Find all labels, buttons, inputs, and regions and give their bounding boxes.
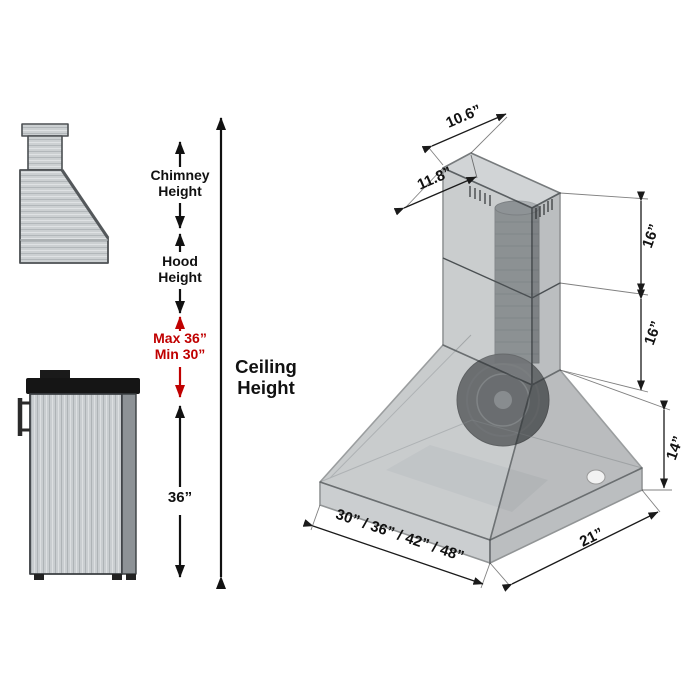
hood-side-view-illustration bbox=[19, 123, 110, 264]
range-clearance-label: 36” bbox=[167, 489, 193, 506]
range-side-view-illustration bbox=[17, 370, 140, 580]
hood-cap bbox=[21, 123, 69, 137]
hood-height-label: Hood Height bbox=[158, 253, 202, 285]
cooktop-pot bbox=[40, 370, 70, 380]
hood-chimney bbox=[27, 135, 63, 171]
oven-door bbox=[29, 393, 123, 575]
chimney-side-face bbox=[531, 192, 561, 386]
hood-lamp bbox=[586, 469, 606, 485]
range-side-panel bbox=[121, 393, 137, 575]
dim-line-11-8 bbox=[393, 176, 477, 216]
cooktop-surface bbox=[26, 378, 140, 394]
chimney-height-label: Chimney Height bbox=[150, 167, 210, 199]
dim-line-widths bbox=[302, 519, 484, 585]
chimney-section-seam bbox=[442, 257, 533, 299]
dimension-lines bbox=[302, 113, 672, 592]
isometric-hood-illustration bbox=[319, 152, 643, 564]
mount-range-label: Max 36” Min 30” bbox=[153, 330, 207, 362]
dim-line-10-6 bbox=[421, 113, 507, 154]
dim-line-21 bbox=[501, 511, 659, 592]
ceiling-height-label: Ceiling Height bbox=[235, 356, 297, 399]
